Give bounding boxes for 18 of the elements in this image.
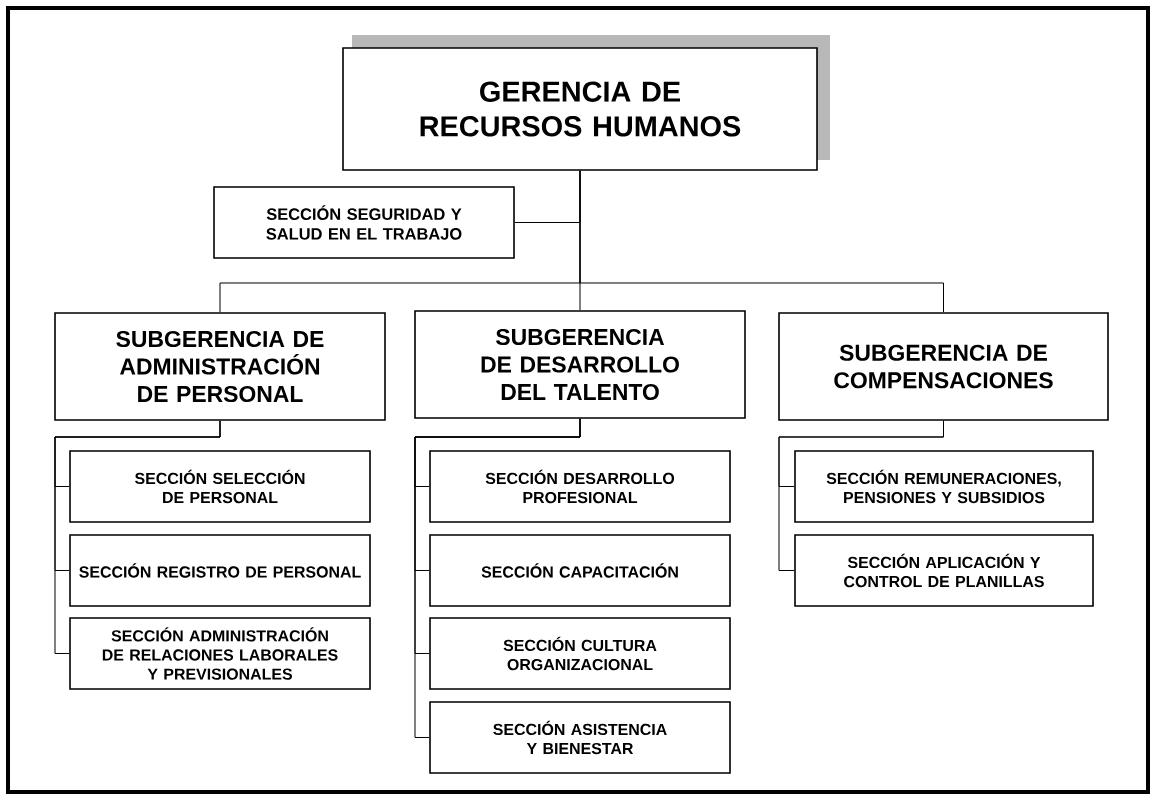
subdivision-box: SUBGERENCIA DE ADMINISTRACIÓN DE PERSONAL — [54, 312, 386, 421]
section-box: SECCIÓN SEGURIDAD Y SALUD EN EL TRABAJO — [213, 186, 515, 259]
subdivision-box: SUBGERENCIA DE DESARROLLO DEL TALENTO — [414, 310, 746, 419]
connector-line — [414, 418, 581, 738]
subdivision-box: SUBGERENCIA DE COMPENSACIONES — [778, 312, 1109, 421]
section-box: SECCIÓN REMUNERACIONES, PENSIONES Y SUBSIDIOS — [794, 450, 1094, 523]
section-box: SECCIÓN ADMINISTRACIÓN DE RELACIONES LABORALES Y PREVISIONALES — [69, 617, 371, 690]
section-box: SECCIÓN REGISTRO DE PERSONAL — [69, 534, 371, 607]
section-box: SECCIÓN CULTURA ORGANIZACIONAL — [429, 617, 731, 690]
connector-line — [778, 420, 944, 571]
section-box: SECCIÓN SELECCIÓN DE PERSONAL — [69, 450, 371, 523]
section-box: SECCIÓN APLICACIÓN Y CONTROL DE PLANILLAS — [794, 534, 1094, 607]
connector-line — [579, 170, 944, 313]
section-box: SECCIÓN ASISTENCIA Y BIENESTAR — [429, 701, 731, 774]
section-box: SECCIÓN DESARROLLO PROFESIONAL — [429, 450, 731, 523]
section-box: SECCIÓN CAPACITACIÓN — [429, 534, 731, 607]
connector-line — [54, 420, 221, 654]
title-box: GERENCIA DE RECURSOS HUMANOS — [342, 35, 830, 171]
